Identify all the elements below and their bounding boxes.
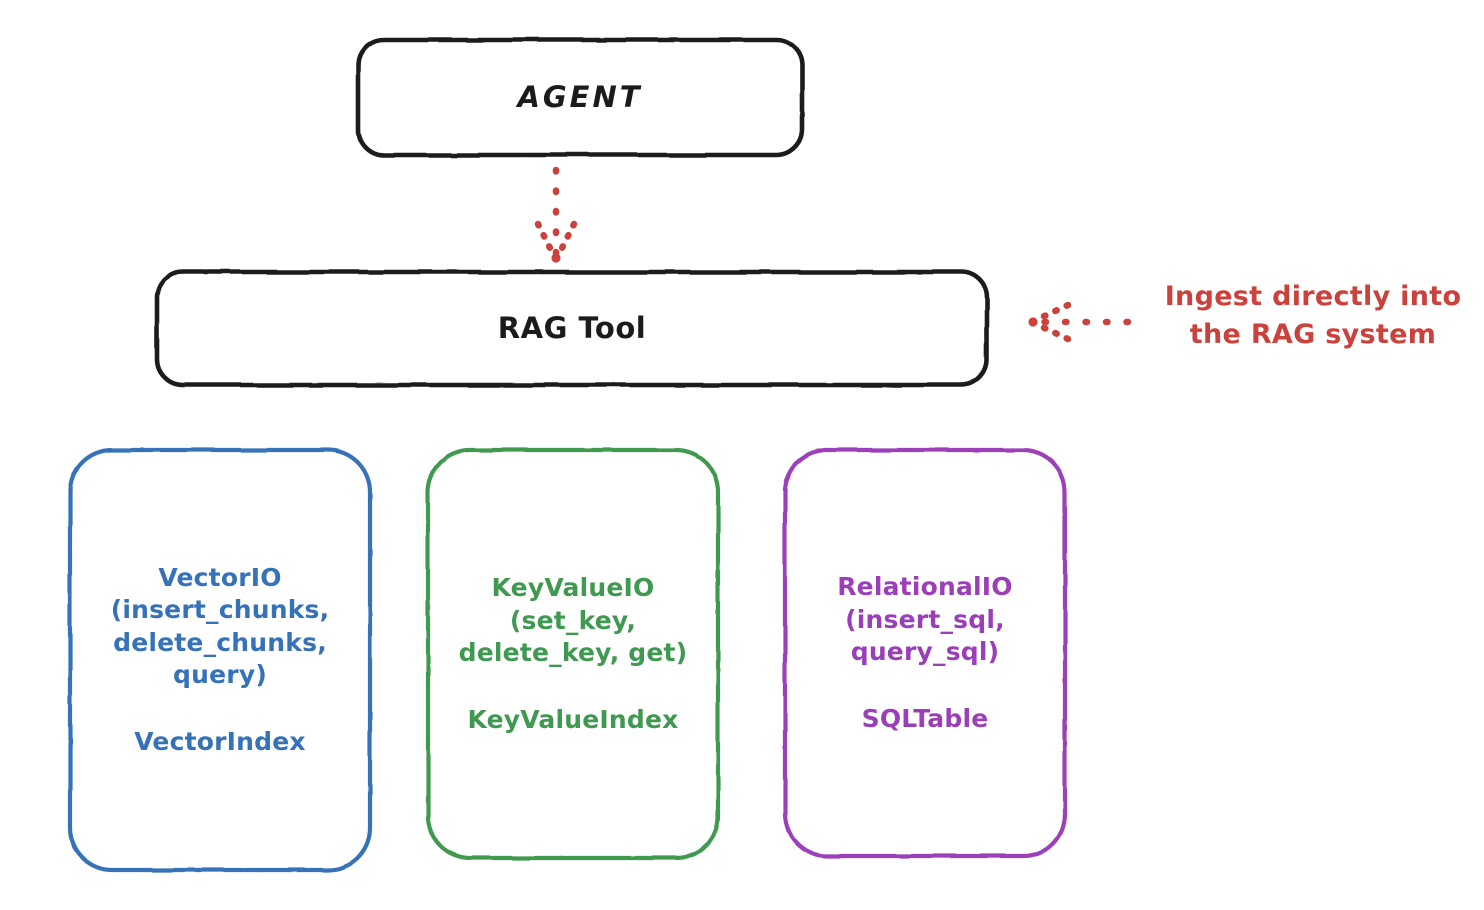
node-key-value-io[interactable]: KeyValueIO (set_key, delete_key, get) Ke… (428, 450, 718, 858)
relational-io-secondary-label: SQLTable (861, 703, 989, 733)
vector-io-secondary-label: VectorIndex (134, 726, 306, 756)
node-rag-tool[interactable]: RAG Tool (157, 272, 987, 385)
key-value-io-primary-label: KeyValueIO (set_key, delete_key, get) (458, 573, 688, 667)
agent-to-rag-tool-connector (534, 166, 578, 263)
ingest-annotation-text: Ingest directly into the RAG system (1164, 281, 1462, 351)
vector-io-primary-label: VectorIO (insert_chunks, delete_chunks, … (110, 562, 330, 690)
node-vector-io[interactable]: VectorIO (insert_chunks, delete_chunks, … (70, 450, 370, 870)
agent-label: AGENT (517, 79, 643, 114)
relational-io-primary-label: RelationalIO (insert_sql, query_sql) (837, 572, 1013, 666)
key-value-io-secondary-label: KeyValueIndex (467, 704, 679, 734)
node-agent[interactable]: AGENT (358, 40, 802, 155)
rag-tool-label: RAG Tool (497, 310, 647, 345)
node-relational-io[interactable]: RelationalIO (insert_sql, query_sql) SQL… (785, 450, 1065, 856)
ingest-annotation-connector (1028, 301, 1132, 343)
